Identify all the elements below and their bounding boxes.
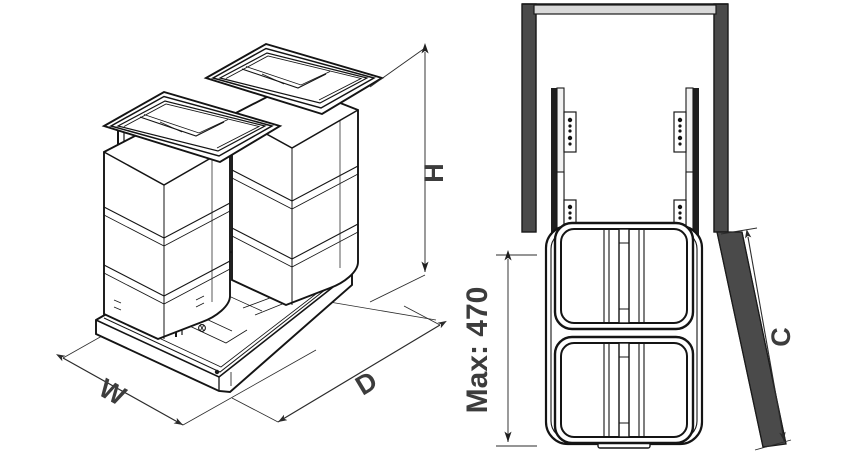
bin-lid-top-rear xyxy=(553,221,695,331)
isometric-view: H D W xyxy=(56,43,449,426)
waste-bin-front xyxy=(103,119,231,341)
cabinet-side-left xyxy=(521,3,537,233)
slide-rail-right xyxy=(673,87,699,241)
lid-handle-rear xyxy=(618,228,630,324)
dimension-max-opening: Max: 470 xyxy=(461,250,537,447)
dimension-clearance: C xyxy=(720,227,796,451)
dimension-label-C: C xyxy=(766,327,796,347)
waste-bin-rear xyxy=(231,82,359,307)
dimension-label-max470: Max: 470 xyxy=(461,287,494,414)
dimension-height: H xyxy=(369,43,449,303)
lid-handle-front xyxy=(618,342,630,438)
cabinet-side-right xyxy=(713,3,729,233)
top-view: Max: 470 C xyxy=(461,3,796,451)
dimension-label-H: H xyxy=(419,163,449,183)
cabinet-carcass xyxy=(521,3,729,233)
cabinet-back-panel xyxy=(533,4,717,15)
bin-lid-top-front xyxy=(553,335,695,445)
